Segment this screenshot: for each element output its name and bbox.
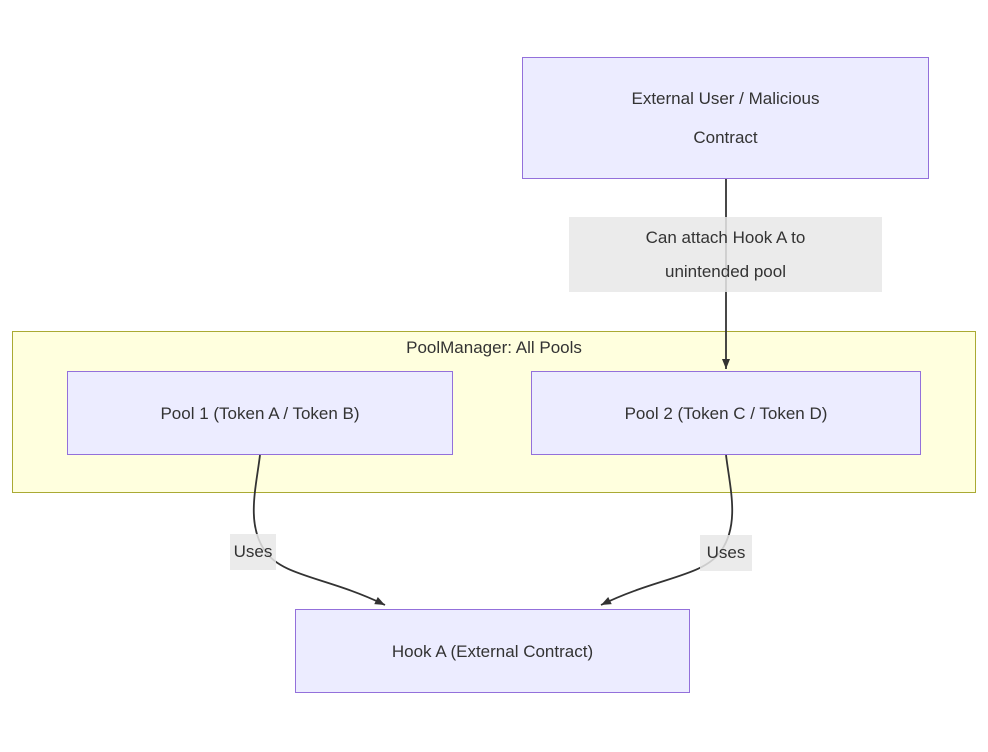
edge-label-attach: Can attach Hook A to unintended pool [569,217,882,292]
edge-label-uses-right: Uses [700,535,752,571]
node-pool2: Pool 2 (Token C / Token D) [531,371,921,455]
node-external-user: External User / Malicious Contract [522,57,929,179]
edge-label-uses-right-text: Uses [706,543,746,562]
edge-label-attach-line1: Can attach Hook A to [645,227,806,247]
node-pool1-label: Pool 1 (Token A / Token B) [160,403,360,423]
edge-label-uses-left: Uses [230,534,276,570]
edge-label-attach-line2: unintended pool [664,261,786,281]
node-external-user-label-line2: Contract [693,128,758,147]
node-pool1: Pool 1 (Token A / Token B) [67,371,453,455]
node-hook-a-label: Hook A (External Contract) [391,641,594,661]
node-pool2-label: Pool 2 (Token C / Token D) [624,403,828,423]
node-hook-a: Hook A (External Contract) [295,609,690,693]
edge-label-uses-left-text: Uses [233,542,273,561]
poolmanager-cluster-title: PoolManager: All Pools [406,338,582,357]
node-external-user-label-line1: External User / Malicious [631,89,820,108]
